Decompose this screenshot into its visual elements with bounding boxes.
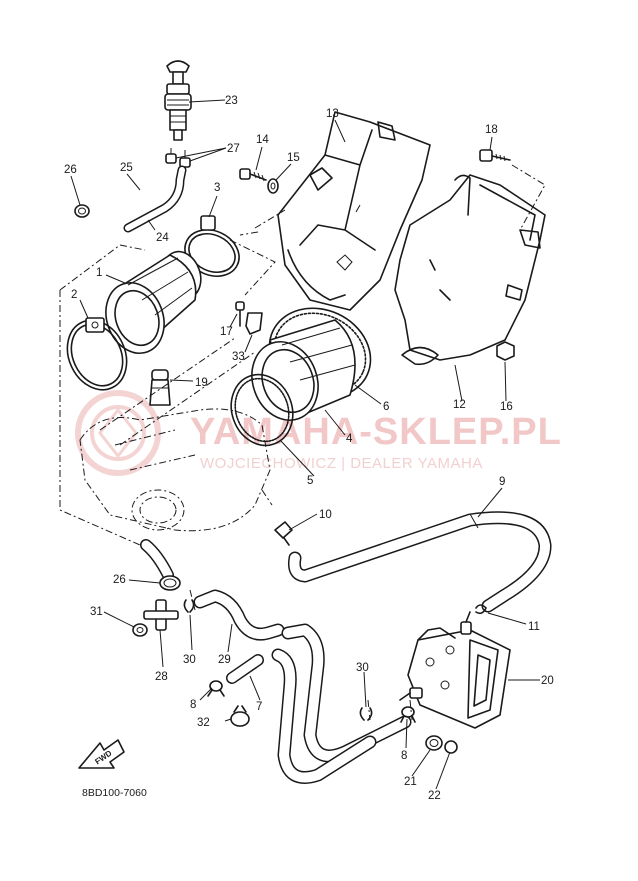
part-25-hose xyxy=(97,179,161,208)
part-2-clamp xyxy=(66,317,128,391)
part-22-grommet xyxy=(444,740,458,754)
part-3-hose-clamp xyxy=(184,215,240,277)
callout-8-right: 8 xyxy=(401,750,407,762)
callout-33: 33 xyxy=(232,351,245,363)
callout-23: 23 xyxy=(225,95,238,107)
part-19-drain-cap xyxy=(149,369,171,406)
callout-32: 32 xyxy=(197,717,210,729)
callout-24: 24 xyxy=(156,232,169,244)
part-17-screw xyxy=(235,301,245,327)
diagram-code: 8BD100-7060 xyxy=(82,787,147,799)
fuel-hose-long xyxy=(281,623,412,763)
callout-leaders xyxy=(70,99,540,790)
part-26-clamp-upper xyxy=(74,204,90,218)
part-30-clip-right xyxy=(359,707,373,721)
callout-27: 27 xyxy=(227,143,240,155)
part-24-hose xyxy=(123,165,187,233)
callout-16: 16 xyxy=(500,401,513,413)
part-5-gasket xyxy=(230,373,294,447)
callout-30-right: 30 xyxy=(356,662,369,674)
part-7-hose xyxy=(226,654,264,684)
callout-14: 14 xyxy=(256,134,269,146)
callout-29: 29 xyxy=(218,654,231,666)
part-14-screw xyxy=(239,168,267,182)
part-30-clip-left xyxy=(183,599,195,613)
callout-6: 6 xyxy=(383,401,389,413)
part-11-clip xyxy=(475,604,487,615)
fwd-arrow-icon: FWD xyxy=(78,739,125,769)
callout-15: 15 xyxy=(287,152,300,164)
part-27-clips xyxy=(165,148,191,168)
part-18-screw xyxy=(479,149,511,162)
part-4-joint xyxy=(251,319,356,421)
callout-17: 17 xyxy=(220,326,233,338)
callout-2: 2 xyxy=(71,289,77,301)
callout-1: 1 xyxy=(96,267,102,279)
callout-7: 7 xyxy=(256,701,262,713)
callout-28: 28 xyxy=(155,671,168,683)
part-9-breather-hose xyxy=(288,511,552,613)
callout-18: 18 xyxy=(485,124,498,136)
part-29-hose xyxy=(193,589,285,641)
callout-10: 10 xyxy=(319,509,332,521)
callout-22: 22 xyxy=(428,790,441,802)
part-28-joint xyxy=(143,599,179,631)
part-10-fitting xyxy=(274,521,293,546)
callout-11: 11 xyxy=(528,621,540,633)
carburetor-reference xyxy=(79,337,271,532)
callout-20: 20 xyxy=(541,675,554,687)
part-16-nut xyxy=(496,341,515,361)
callout-3: 3 xyxy=(214,182,220,194)
part-32-clip xyxy=(230,705,250,727)
part-8-clip-left xyxy=(207,680,225,697)
part-31-clip xyxy=(132,623,148,637)
part-20-fuel-pump xyxy=(399,611,511,729)
part-8-clip-right xyxy=(400,706,416,723)
callout-25: 25 xyxy=(120,162,133,174)
part-1-intake-joint xyxy=(105,250,202,354)
callout-numbers: 23 27 14 15 13 18 25 26 3 24 1 2 17 33 1… xyxy=(64,95,554,802)
fuel-hose-u xyxy=(271,648,377,784)
part-15-washer xyxy=(267,178,279,194)
callout-12: 12 xyxy=(453,399,466,411)
part-13-air-filter-case xyxy=(239,111,431,311)
drain-hose-short xyxy=(140,539,174,581)
part-21-collar xyxy=(425,735,443,751)
callout-30-left: 30 xyxy=(183,654,196,666)
callout-26-upper: 26 xyxy=(64,164,77,176)
callout-19: 19 xyxy=(195,377,208,389)
callout-21: 21 xyxy=(404,776,417,788)
part-26-clamp-lower xyxy=(159,575,181,591)
part-12-case-cover xyxy=(394,164,546,366)
callout-9: 9 xyxy=(499,476,505,488)
callout-31: 31 xyxy=(90,606,103,618)
callout-13: 13 xyxy=(326,108,339,120)
callout-8-left: 8 xyxy=(190,699,196,711)
callout-4: 4 xyxy=(346,433,353,445)
callout-26-lower: 26 xyxy=(113,574,126,586)
callout-5: 5 xyxy=(307,475,313,487)
watermark-dealer: WOJCIECHOWICZ | DEALER YAMAHA xyxy=(200,455,483,472)
watermark-logo xyxy=(75,390,161,476)
part-23-starter-plunger xyxy=(164,60,192,141)
part-33-bracket xyxy=(245,312,263,335)
